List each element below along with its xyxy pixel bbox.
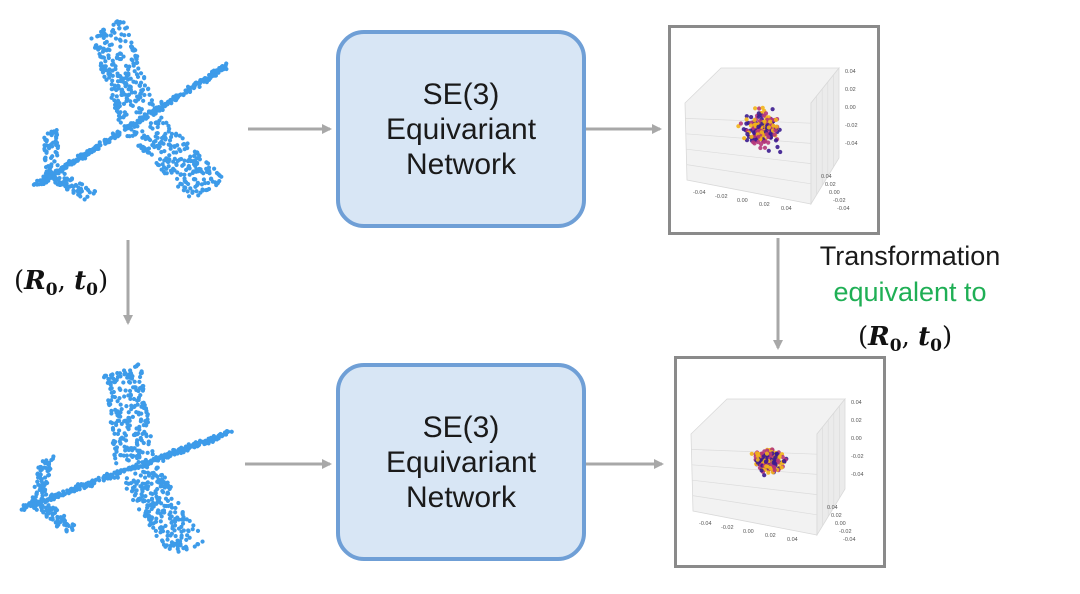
network-box-top: SE(3) Equivariant Network: [336, 30, 586, 228]
x-tick-label: -0.04: [699, 521, 712, 527]
equivalence-caption: Transformation equivalent to: [792, 238, 1028, 310]
network-label-line2: Equivariant: [385, 112, 537, 146]
z-tick-label: 0.02: [845, 87, 856, 93]
x-tick-label: -0.02: [721, 525, 734, 531]
z-tick-label: 0.00: [845, 105, 856, 111]
airplane-point-cloud-original: [31, 19, 229, 202]
x-tick-label: 0.02: [765, 533, 776, 539]
z-tick-label: -0.02: [851, 454, 864, 460]
z-tick-label: -0.04: [851, 472, 864, 478]
x-tick-label: 0.00: [737, 198, 748, 204]
x-tick-label: -0.02: [715, 194, 728, 200]
y-tick-label: 0.02: [825, 182, 836, 188]
scatter-plot-bottom: 0.04 0.02 0.00 -0.02 -0.04 -0.04 -0.02 0.00 0.02…: [674, 356, 886, 568]
y-tick-label: -0.02: [833, 198, 846, 204]
x-tick-label: 0.04: [781, 206, 792, 212]
y-tick-label: 0.00: [829, 190, 840, 196]
z-tick-label: -0.02: [845, 123, 858, 129]
airplane-point-cloud-transformed: [19, 362, 234, 554]
y-tick-label: 0.02: [831, 513, 842, 519]
x-tick-label: 0.02: [759, 202, 770, 208]
caption-line2: equivalent to: [833, 277, 987, 307]
network-label-line1: SE(3): [422, 77, 500, 111]
z-tick-label: 0.04: [851, 400, 862, 406]
z-tick-label: 0.02: [851, 418, 862, 424]
y-tick-label: 0.04: [821, 174, 832, 180]
network-label-line3: Network: [405, 480, 517, 514]
y-tick-label: -0.04: [843, 537, 856, 543]
y-tick-label: 0.04: [827, 505, 838, 511]
caption-line1: Transformation: [819, 241, 1001, 271]
y-tick-label: 0.00: [835, 521, 846, 527]
x-tick-label: 0.04: [787, 537, 798, 543]
network-label-line3: Network: [405, 147, 517, 181]
scatter-plot-top: 0.04 0.02 0.00 -0.02 -0.04 -0.04 -0.02 0.00 0.02…: [668, 25, 880, 235]
y-tick-label: -0.04: [837, 206, 850, 212]
network-label-line1: SE(3): [422, 410, 500, 444]
network-box-bottom: SE(3) Equivariant Network: [336, 363, 586, 561]
x-tick-label: -0.04: [693, 190, 706, 196]
transform-label-right: (R0, t0): [858, 322, 953, 357]
network-label-line2: Equivariant: [385, 445, 537, 479]
z-tick-label: 0.00: [851, 436, 862, 442]
y-tick-label: -0.02: [839, 529, 852, 535]
z-tick-label: 0.04: [845, 69, 856, 75]
x-tick-label: 0.00: [743, 529, 754, 535]
z-tick-label: -0.04: [845, 141, 858, 147]
transform-label-left: (R0, t0): [14, 266, 109, 301]
